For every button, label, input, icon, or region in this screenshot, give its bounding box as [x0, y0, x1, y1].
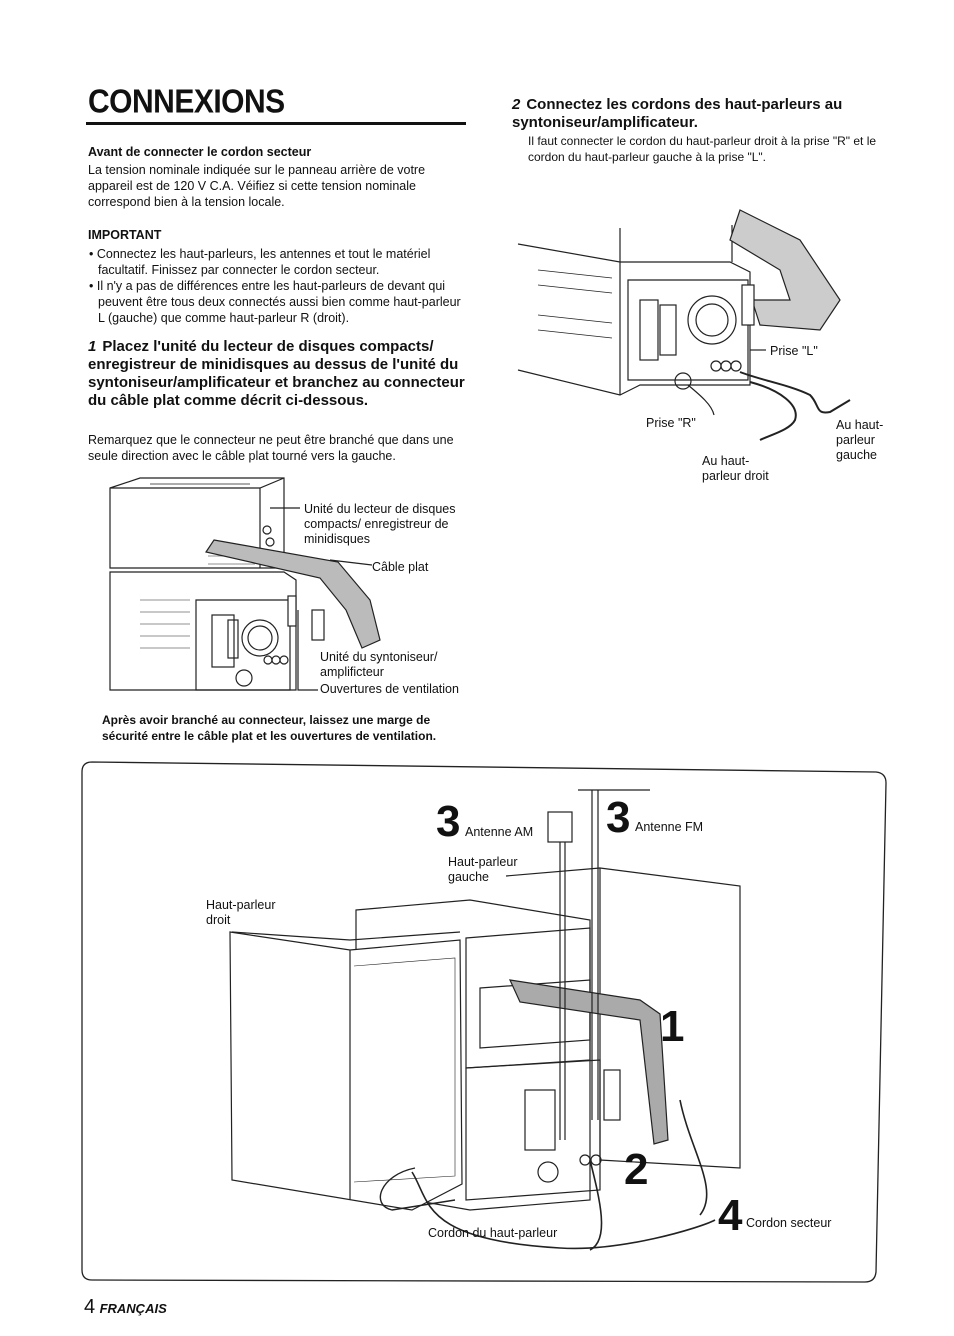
before-text: La tension nominale indiquée sur le pann… — [88, 163, 426, 209]
step3-number-am: 3 — [436, 797, 461, 846]
label-flat-cable: Câble plat — [372, 560, 429, 574]
label-to-left-speaker: Au haut- parleur gauche — [836, 418, 884, 462]
page-number: 4 — [84, 1296, 96, 1318]
label-speaker-cord: Cordon du haut-parleur — [428, 1226, 558, 1240]
important-heading: IMPORTANT — [88, 228, 162, 242]
label-left-speaker: Haut-parleur gauche — [448, 855, 518, 884]
important-item: • Connectez les haut-parleurs, les anten… — [89, 247, 431, 277]
step1-note: Après avoir branché au connecteur, laiss… — [102, 713, 437, 743]
step1-text: Remarquez que le connecteur ne peut être… — [88, 433, 454, 463]
step1-number: 1 — [88, 338, 97, 355]
step1-marker: 1 — [660, 1002, 685, 1051]
step4-marker: 4 — [718, 1191, 743, 1240]
label-to-right-speaker: Au haut- parleur droit — [702, 454, 769, 483]
label-vents: Ouvertures de ventilation — [320, 682, 459, 696]
label-ac-cord: Cordon secteur — [746, 1216, 832, 1230]
step2-marker: 2 — [624, 1145, 649, 1194]
page-footer: 4 FRANÇAIS — [84, 1296, 167, 1319]
footer-language: FRANÇAIS — [99, 1301, 167, 1316]
step1-heading-text: Placez l'unité du lecteur de disques com… — [88, 338, 465, 409]
step2-number: 2 — [512, 96, 521, 113]
before-heading: Avant de connecter le cordon secteur — [88, 145, 312, 159]
label-cd-unit: Unité du lecteur de disques compacts/ en… — [304, 502, 456, 546]
step2-heading-text: Connectez les cordons des haut-parleurs … — [512, 96, 843, 131]
step3-number-fm: 3 — [606, 793, 631, 842]
page-title: CONNEXIONS — [88, 84, 285, 121]
title-underline — [86, 122, 466, 125]
important-list: • Connectez les haut-parleurs, les anten… — [88, 246, 466, 326]
label-right-speaker: Haut-parleur droit — [206, 898, 276, 927]
label-jack-l: Prise "L" — [770, 344, 818, 358]
label-tuner-unit: Unité du syntoniseur/ amplificteur — [320, 650, 438, 679]
important-item: • Il n'y a pas de différences entre les … — [89, 279, 461, 325]
label-fm-antenna: Antenne FM — [635, 820, 704, 834]
step2-text: Il faut connecter le cordon du haut-parl… — [528, 134, 877, 164]
label-am-antenna: Antenne AM — [465, 825, 534, 839]
label-jack-r: Prise "R" — [646, 416, 696, 430]
